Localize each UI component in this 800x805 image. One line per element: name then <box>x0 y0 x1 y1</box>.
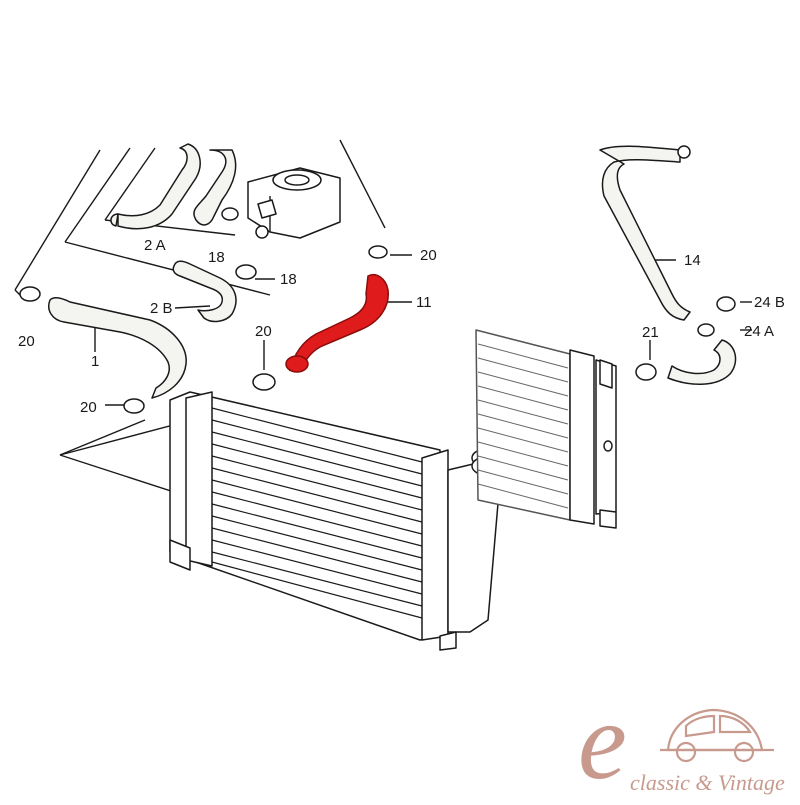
label-part-1: 1 <box>91 353 99 370</box>
label-part-24a: 24 A <box>744 323 774 340</box>
hose-1 <box>19 286 187 414</box>
radiator-main <box>169 391 509 651</box>
beetle-car-icon <box>660 708 774 763</box>
hose-21 <box>635 339 737 385</box>
watermark-logo: e classic & Vintage <box>578 680 785 802</box>
radiator-fins <box>211 407 423 619</box>
watermark-letter: e <box>578 680 627 800</box>
label-part-2a: 2 A <box>144 237 166 254</box>
hose-11-end <box>285 355 309 373</box>
part-labels: 2 A 18 18 2 B 20 1 20 20 20 11 14 24 B 2… <box>18 237 785 416</box>
radiator-rear <box>475 329 617 529</box>
clamps-18 <box>221 199 277 280</box>
label-part-11: 11 <box>416 294 432 311</box>
watermark-text: classic & Vintage <box>630 770 785 795</box>
label-part-20-lower-left: 20 <box>80 399 97 416</box>
label-part-14: 14 <box>684 252 701 269</box>
expansion-tank <box>247 167 341 239</box>
label-part-18-upper: 18 <box>208 249 225 266</box>
hose-11-highlighted <box>252 245 389 391</box>
hose-2b <box>172 260 237 323</box>
label-part-24b: 24 B <box>754 294 785 311</box>
hose-14 <box>599 145 736 337</box>
label-part-18-lower: 18 <box>280 271 297 288</box>
label-part-20-left: 20 <box>18 333 35 350</box>
label-part-21: 21 <box>642 324 659 341</box>
label-part-2b: 2 B <box>150 300 173 317</box>
label-part-20-upper: 20 <box>420 247 437 264</box>
hose-11-body <box>288 274 389 372</box>
hose-2a-assembly <box>110 143 237 230</box>
label-part-20-center: 20 <box>255 323 272 340</box>
